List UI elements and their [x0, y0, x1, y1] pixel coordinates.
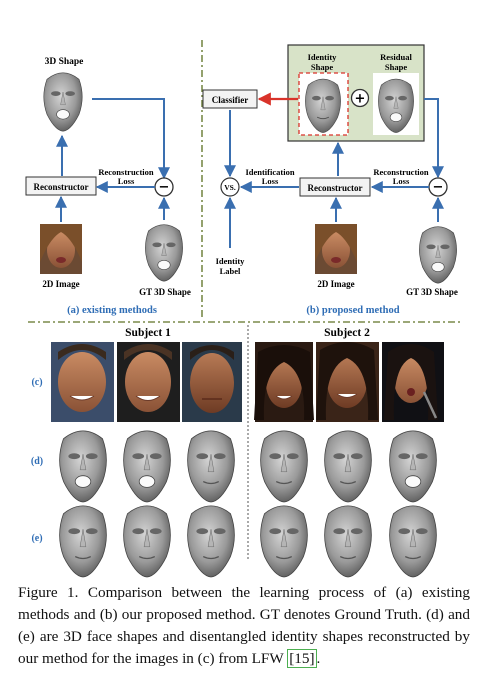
recon-loss-line2-b: Loss	[393, 176, 410, 186]
mesh-e-s1-3-icon	[186, 505, 236, 578]
mesh-e-s2-3-icon	[388, 505, 438, 578]
minus-symbol-a: −	[159, 180, 170, 195]
mesh-d-s1-3-icon	[186, 430, 236, 503]
photo-s2-3	[382, 342, 444, 422]
row-label-e: (e)	[31, 533, 42, 544]
image-label-a: 2D Image	[42, 279, 79, 289]
residual-shape-line2: Shape	[385, 62, 407, 72]
id-loss-line1: Identification	[245, 167, 294, 177]
residual-shape-line1: Residual	[380, 52, 412, 62]
results-grid: Subject 1 Subject 2 (c) (d) (e)	[31, 325, 444, 578]
photo-s1-3	[182, 342, 242, 422]
diagram-b: Identity Shape Residual Shape + Classifi…	[202, 44, 458, 316]
photo-s1-1	[51, 342, 114, 422]
id-label-line2: Label	[220, 266, 241, 276]
caption-b: (b) proposed method	[306, 305, 399, 316]
row-label-d: (d)	[31, 456, 43, 467]
vs-label: VS.	[224, 183, 236, 192]
row-label-c: (c)	[31, 377, 42, 388]
reconstructor-box-b	[299, 177, 371, 197]
mesh-d-s1-1-icon	[59, 430, 107, 503]
reconstructor-label-b: Reconstructor	[308, 183, 363, 193]
minus-symbol-b: −	[433, 180, 444, 195]
recon-loss-line1-b: Reconstruction	[373, 167, 429, 177]
mesh-e-s2-2-icon	[323, 505, 373, 578]
mesh-e-s1-1-icon	[58, 505, 108, 578]
classifier-label: Classifier	[212, 95, 249, 105]
photo-s1-2	[117, 342, 180, 422]
gt-mesh-b-icon	[418, 226, 458, 284]
gt-mesh-a-icon	[144, 224, 184, 282]
photo-s2-1	[254, 342, 314, 422]
subject2-label: Subject 2	[324, 327, 370, 339]
plus-symbol: +	[355, 92, 366, 107]
gt-label-a: GT 3D Shape	[139, 287, 191, 297]
arrow-shape-to-minus	[92, 98, 170, 180]
reference-link[interactable]: [15]	[287, 649, 317, 668]
figure-caption: Figure 1. Comparison between the learnin…	[18, 582, 470, 670]
identity-shape-line2: Shape	[311, 62, 333, 72]
id-label-line1: Identity	[216, 256, 246, 266]
photo-s2-2	[316, 342, 379, 422]
identity-shape-line1: Identity	[308, 52, 338, 62]
diagram-a: 3D Shape Reconstructor − Reconstruction …	[25, 57, 191, 316]
caption-a: (a) existing methods	[67, 305, 157, 316]
mesh-e-s2-1-icon	[259, 505, 309, 578]
reconstructor-label-a: Reconstructor	[34, 182, 89, 192]
image-label-b: 2D Image	[317, 279, 354, 289]
mesh-e-s1-2-icon	[122, 505, 172, 578]
mesh-d-s2-2-icon	[323, 430, 373, 503]
vs-circle	[220, 177, 240, 197]
recon-loss-line1-a: Reconstruction	[98, 167, 154, 177]
label-3d-shape: 3D Shape	[45, 57, 84, 67]
recon-loss-line2-a: Loss	[118, 176, 135, 186]
arrow-panel-to-minus-b	[424, 98, 444, 179]
mesh-d-s1-2-icon	[123, 430, 171, 503]
id-loss-line2: Loss	[262, 176, 279, 186]
plus-circle	[350, 88, 370, 108]
subject1-label: Subject 1	[125, 327, 171, 339]
classifier-box	[202, 89, 258, 109]
mesh-d-s2-3-icon	[389, 430, 437, 503]
gt-label-b: GT 3D Shape	[406, 287, 458, 297]
figure-canvas: 3D Shape Reconstructor − Reconstruction …	[25, 40, 462, 578]
mesh-3d-shape-icon	[43, 72, 83, 132]
mesh-d-s2-1-icon	[259, 430, 309, 503]
caption-text: Figure 1. Comparison between the learnin…	[18, 584, 470, 667]
caption-end: .	[316, 650, 321, 667]
